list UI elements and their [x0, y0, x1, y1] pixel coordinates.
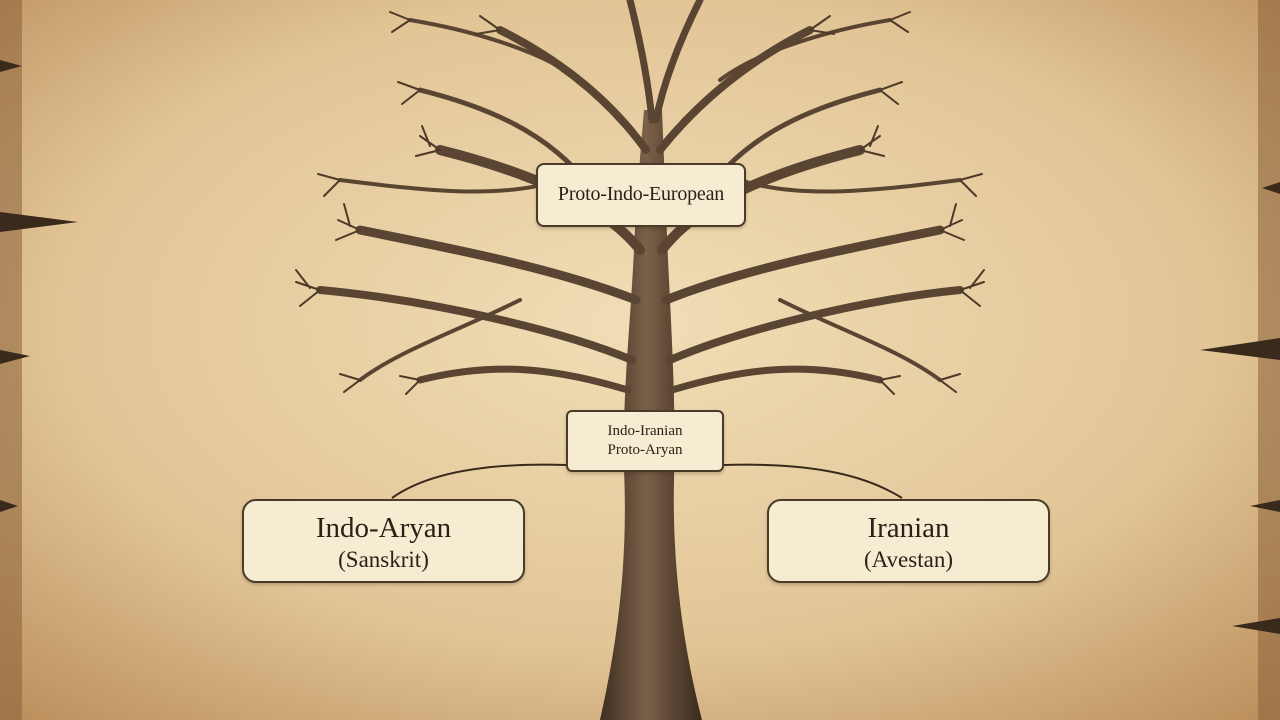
leaf-label-iranian: Iranian (Avestan) [767, 499, 1050, 583]
connector-right [723, 463, 903, 499]
thorn-left-1 [0, 60, 22, 72]
root-label: Proto-Indo-European [536, 163, 746, 227]
leaf-label-subtitle: (Avestan) [864, 547, 953, 572]
connector-left [391, 463, 567, 499]
thorn-right-1 [1262, 182, 1280, 194]
thorn-right-3 [1250, 500, 1280, 512]
thorn-right-2 [1200, 338, 1280, 360]
thorn-left-2 [0, 212, 78, 232]
tree-twigs [295, 11, 985, 395]
branch-label-line1: Indo-Iranian [607, 423, 683, 439]
branch-label-line2: Proto-Aryan [607, 442, 683, 458]
thorn-left-4 [0, 500, 18, 512]
thorn-right-4 [1232, 618, 1280, 634]
leaf-label-subtitle: (Sanskrit) [338, 547, 429, 572]
branch-label: Indo-Iranian Proto-Aryan [566, 410, 724, 472]
parchment-right-edge [1258, 0, 1280, 720]
thorn-left-3 [0, 350, 30, 364]
leaf-label-title: Indo-Aryan [315, 512, 452, 544]
tree-branches [316, 0, 964, 394]
leaf-label-indo-aryan: Indo-Aryan (Sanskrit) [242, 499, 525, 583]
leaf-label-title: Iranian [867, 512, 950, 544]
root-label-text: Proto-Indo-European [557, 183, 725, 205]
